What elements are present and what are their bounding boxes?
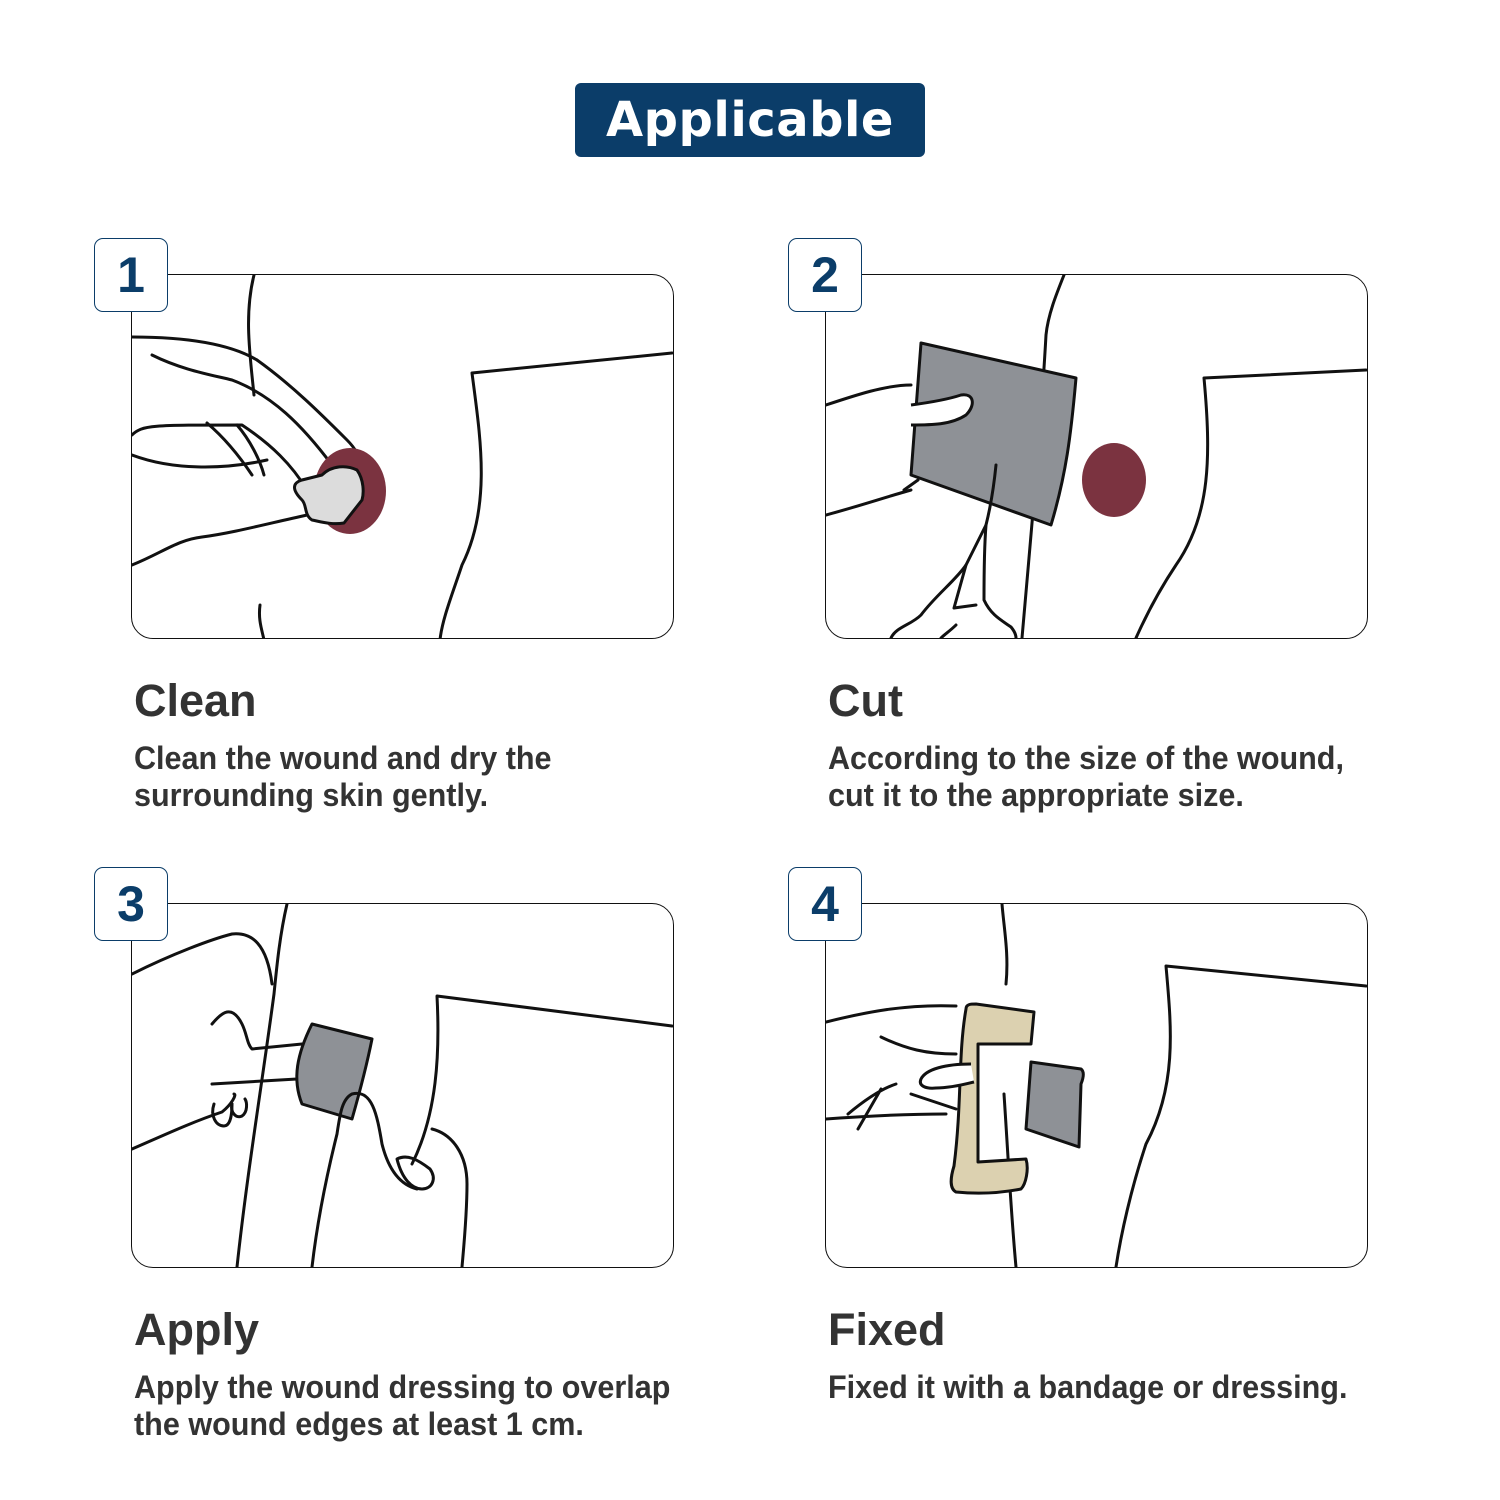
step-title: Fixed <box>828 1304 946 1355</box>
step-description: Clean the wound and dry the surrounding … <box>134 740 552 813</box>
step-3: 3 Apply Apply the wound dressing to over… <box>94 867 774 1487</box>
illustration-panel-cut <box>825 274 1368 639</box>
illustration-panel-apply <box>131 903 674 1268</box>
step-description: Apply the wound dressing to overlap the … <box>134 1369 671 1442</box>
step-number-badge: 2 <box>788 238 862 312</box>
step-number: 4 <box>811 876 839 932</box>
fix-bandage-illustration <box>826 904 1367 1267</box>
step-description: According to the size of the wound, cut … <box>828 740 1344 813</box>
apply-dressing-illustration <box>132 904 673 1267</box>
title-banner: Applicable <box>575 83 925 157</box>
step-number-badge: 1 <box>94 238 168 312</box>
page-title: Applicable <box>606 92 894 148</box>
step-number-badge: 4 <box>788 867 862 941</box>
step-title: Apply <box>134 1304 260 1355</box>
step-number: 3 <box>117 876 145 932</box>
clean-wound-illustration <box>132 275 673 638</box>
step-number: 2 <box>811 247 839 303</box>
step-title: Clean <box>134 675 257 726</box>
step-number: 1 <box>117 247 145 303</box>
illustration-panel-fixed <box>825 903 1368 1268</box>
illustration-panel-clean <box>131 274 674 639</box>
cut-dressing-illustration <box>826 275 1367 638</box>
step-title: Cut <box>828 675 903 726</box>
step-description: Fixed it with a bandage or dressing. <box>828 1369 1348 1405</box>
step-4: 4 Fixed Fixed it with a bandage or dress… <box>788 867 1468 1487</box>
step-1: 1 Clean Clean the wound and dry the surr… <box>94 238 774 858</box>
step-2: 2 Cut According to the size of the wound… <box>788 238 1468 858</box>
step-number-badge: 3 <box>94 867 168 941</box>
